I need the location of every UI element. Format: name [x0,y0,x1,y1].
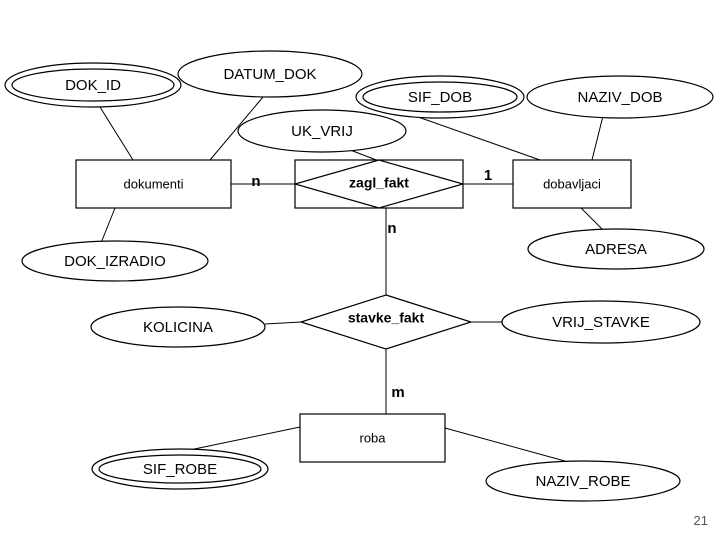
sif-robe-inner-ellipse [98,454,262,484]
attribute-sif-robe[interactable]: SIF_ROBE [91,448,269,490]
edge-sifdob-dobavljaci [403,111,541,161]
entity-label-dokumenti: dokumenti [124,176,184,191]
attribute-label-naziv-robe: NAZIV_ROBE [535,473,630,490]
naziv-robe-ellipse [485,460,681,502]
edge-roba-nazivrobe [444,427,573,464]
attribute-naziv-robe[interactable]: NAZIV_ROBE [485,460,681,502]
attribute-label-sif-dob: SIF_DOB [408,89,472,106]
attribute-label-dok-id: DOK_ID [65,77,121,94]
dok-id-inner-ellipse [11,68,175,102]
edge-dobavljaci-adresa [580,207,605,232]
edge-dokid-dokumenti [99,106,134,161]
attribute-label-vrij-stavke: VRIJ_STAVKE [552,314,650,331]
attribute-label-kolicina: KOLICINA [143,319,213,336]
attribute-adresa[interactable]: ADRESA [527,228,705,270]
uk-vrij-ellipse [237,109,407,153]
zagl-fakt-diamond [292,159,466,209]
sif-dob-inner-ellipse [362,81,518,113]
cardinality-zagl-fakt-dobavljaci: 1 [484,167,492,184]
edge-datumdok-dokumenti [209,96,264,161]
entity-dobavljaci[interactable]: dobavljaci [512,159,632,209]
attribute-uk-vrij[interactable]: UK_VRIJ [237,109,407,153]
attribute-datum-dok[interactable]: DATUM_DOK [177,50,363,98]
dobavljaci-box [512,159,632,209]
naziv-dob-ellipse [526,75,714,119]
edge-layer [99,96,605,464]
kolicina-ellipse [90,306,266,348]
datum-dok-ellipse [177,50,363,98]
cardinality-stavke-fakt-roba: m [391,384,404,401]
dok-id-outer-ellipse [4,62,182,108]
dok-izradio-ellipse [21,240,209,282]
sif-robe-outer-ellipse [91,448,269,490]
relationship-label-stavke-fakt: stavke_fakt [348,310,425,326]
attribute-dok-id[interactable]: DOK_ID [4,62,182,108]
cardinality-zagl-fakt-stavke-fakt: n [387,220,396,237]
cardinality-dokumenti-zagl-fakt: n [251,173,260,190]
stavke-fakt-diamond [299,294,473,350]
dokumenti-box [75,159,232,209]
relationship-label-zagl-fakt: zagl_fakt [349,175,409,191]
adresa-ellipse [527,228,705,270]
attribute-naziv-dob[interactable]: NAZIV_DOB [526,75,714,119]
attribute-label-sif-robe: SIF_ROBE [143,461,217,478]
attribute-dok-izradio[interactable]: DOK_IZRADIO [21,240,209,282]
entity-label-dobavljaci: dobavljaci [543,176,601,191]
attribute-kolicina[interactable]: KOLICINA [90,306,266,348]
relationship-zagl-fakt[interactable]: zagl_fakt [292,159,466,209]
vrij-stavke-ellipse [501,300,701,344]
edge-roba-sifrobe [179,426,301,453]
sif-dob-outer-ellipse [355,75,525,119]
attribute-label-uk-vrij: UK_VRIJ [291,123,353,140]
cardinality-layer: n 1 n m [251,167,492,401]
entity-roba[interactable]: roba [299,413,446,463]
attribute-vrij-stavke[interactable]: VRIJ_STAVKE [501,300,701,344]
edge-dokumenti-dokizradio [100,207,116,244]
entity-label-roba: roba [359,430,386,445]
attribute-sif-dob[interactable]: SIF_DOB [355,75,525,119]
attribute-label-dok-izradio: DOK_IZRADIO [64,253,166,270]
edge-kolicina-stavkefakt [264,321,302,325]
entity-dokumenti[interactable]: dokumenti [75,159,232,209]
edge-nazivdob-dobavljaci [591,115,604,161]
roba-box [299,413,446,463]
page-number: 21 [693,513,708,528]
relationship-stavke-fakt[interactable]: stavke_fakt [299,294,473,350]
attribute-label-datum-dok: DATUM_DOK [223,66,316,83]
attribute-label-adresa: ADRESA [585,241,647,258]
attribute-label-naziv-dob: NAZIV_DOB [577,89,662,106]
